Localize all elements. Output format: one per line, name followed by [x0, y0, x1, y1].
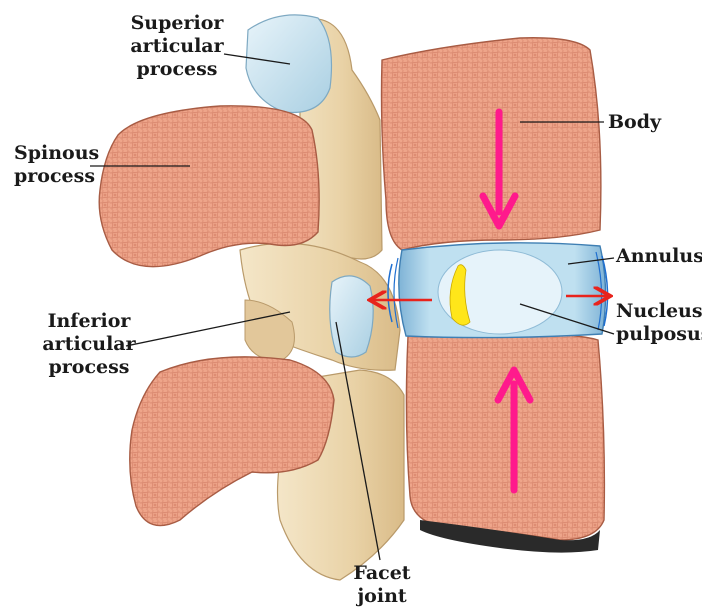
label-nucleus-pulposus: Nucleus pulposus — [616, 300, 700, 346]
label-line: Facet — [342, 562, 422, 585]
label-line: articular — [112, 35, 242, 58]
label-inferior-articular-process: Inferior articular process — [34, 310, 144, 379]
label-facet-joint: Facet joint — [342, 562, 422, 608]
label-superior-articular-process: Superior articular process — [112, 12, 242, 81]
label-line: Superior — [112, 12, 242, 35]
label-body: Body — [608, 111, 688, 134]
label-spinous-process: Spinous process — [14, 142, 114, 188]
label-line: process — [14, 165, 114, 188]
label-line: Body — [608, 111, 688, 134]
label-line: pulposus — [616, 323, 700, 346]
label-line: joint — [342, 585, 422, 608]
label-line: Inferior — [34, 310, 144, 333]
label-line: process — [112, 58, 242, 81]
label-line: Spinous — [14, 142, 114, 165]
intervertebral-disc — [388, 243, 608, 338]
upper-spinous-process — [99, 106, 319, 267]
label-line: process — [34, 356, 144, 379]
label-annulus: Annulus — [616, 245, 700, 268]
lower-vertebral-body — [406, 333, 604, 540]
label-line: Nucleus — [616, 300, 700, 323]
label-line: Annulus — [616, 245, 700, 268]
label-line: articular — [34, 333, 144, 356]
facet-joint-cartilage — [330, 276, 373, 357]
